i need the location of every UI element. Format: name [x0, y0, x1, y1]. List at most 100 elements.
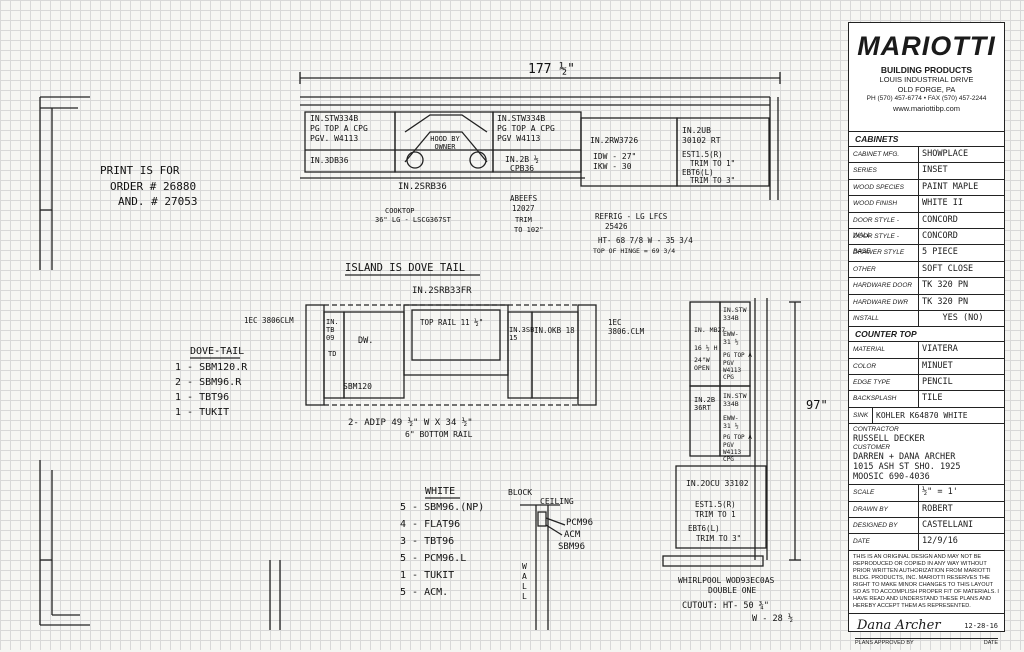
upper-b2: PG TOP A CPG: [497, 124, 555, 133]
spec-row: INSTALL YES (NO): [849, 310, 1004, 328]
meta-value: ½" = 1': [922, 487, 958, 498]
upper-e3: CPB36: [510, 164, 535, 173]
island-cabinet: IN.2SRB33FR: [412, 286, 472, 296]
meta-value: CASTELLANI: [922, 520, 974, 531]
spec-value: INSET: [922, 165, 948, 176]
contractor-name: RUSSELL DECKER: [853, 434, 925, 445]
title-block: MARIOTTI BUILDING PRODUCTS LOUIS INDUSTR…: [848, 22, 1005, 646]
right-stw2: IN.STW 334B: [723, 392, 747, 408]
right-stw2-pgv: PGV W4113 CPG: [723, 442, 742, 463]
adip-label: 2- ADIP 49 ½" W X 34 ½": [348, 418, 473, 428]
white-item: 4 - FLAT96: [400, 519, 461, 530]
abeefs-trim: TRIM: [515, 216, 532, 224]
company-address1: LOUIS INDUSTRIAL DRIVE: [879, 75, 974, 84]
upper-c1: IN.2RW3726: [590, 136, 639, 145]
right-ucu-trim3: TRIM TO 3": [696, 534, 742, 543]
meta-key: DATE: [849, 534, 919, 550]
upper-e2: IN.2B ½: [505, 155, 539, 164]
right-mb27: IN. MB27: [694, 326, 726, 334]
island-sbm120: SBM120: [343, 382, 372, 391]
upper-b1: IN.STW334B: [497, 114, 546, 123]
meta-value: ROBERT: [922, 503, 953, 514]
date-label: DATE: [983, 639, 998, 646]
refrig-num: 25426: [605, 222, 628, 231]
spec-value: PENCIL: [922, 377, 953, 388]
spec-key: DRAWER STYLE: [849, 245, 919, 261]
island-right-end: 1EC 3806.CLM: [608, 318, 645, 336]
dovetail-item: 1 - SBM120.R: [175, 362, 248, 373]
upper-d3: EST1.5(R): [682, 150, 723, 159]
right-ucu-est: EST1.5(R): [695, 500, 736, 509]
meta-key: SCALE: [849, 485, 919, 501]
upper-a3: PGV. W4113: [310, 134, 359, 143]
right-2b36rt: IN.2B 36RT: [694, 396, 716, 412]
overall-width-dimension: 177 ½": [528, 62, 575, 77]
customer-name: DARREN + DANA ARCHER: [853, 452, 956, 463]
upper-a2: PG TOP A CPG: [310, 124, 368, 133]
refrig-size: HT- 68 7/8 W - 35 3/4: [598, 236, 693, 245]
detail-acm: ACM: [564, 530, 581, 540]
hood-label: HOOD BY OWNER: [430, 135, 460, 151]
upper-b3: PGV W4113: [497, 134, 541, 143]
right-stw2-eww: EWW- 31 ½: [723, 414, 739, 430]
meta-key: DRAWN BY: [849, 501, 919, 518]
island-title: ISLAND IS DOVE TAIL: [345, 262, 466, 274]
cooktop-model: 36" LG - LSCG367ST: [375, 216, 451, 224]
sink-base-label: IN.2SRB36: [398, 182, 447, 192]
island-tb09: IN. TB 09: [326, 318, 339, 342]
abeefs-num: 12027: [512, 204, 535, 213]
white-item: 1 - TUKIT: [400, 570, 455, 581]
right-mb27-open: 24"W OPEN: [694, 356, 710, 372]
print-note-line3: AND. # 27053: [118, 195, 198, 208]
signature-line: [855, 637, 998, 639]
spec-value: TK 320 PN: [922, 296, 969, 307]
spec-key: SERIES: [849, 163, 919, 179]
approval-date: 12-28-16: [964, 621, 998, 630]
approval-signature: Dana Archer: [857, 617, 941, 633]
company-web: www.mariottibp.com: [892, 103, 961, 113]
upper-d4: TRIM TO 1": [690, 159, 736, 168]
spec-value: WHITE II: [922, 198, 963, 209]
detail-pcm: PCM96: [566, 518, 594, 528]
detail-sbm: SBM96: [558, 542, 586, 552]
island-top-rail: TOP RAIL 11 ½": [420, 318, 484, 327]
detail-block: BLOCK: [508, 488, 533, 497]
spec-key: WOOD FINISH: [849, 196, 919, 212]
right-stw1: IN.STW 334B: [723, 306, 747, 322]
countertop-heading: COUNTER TOP: [849, 327, 1004, 343]
spec-key: OTHER: [849, 261, 919, 278]
spec-key: DOOR STYLE - BASE: [849, 228, 919, 255]
print-note-line2: ORDER # 26880: [110, 180, 197, 193]
upper-e1: IN.3DB36: [310, 156, 349, 165]
cutout-width: W - 28 ½: [752, 614, 793, 624]
spec-value: PAINT MAPLE: [922, 181, 979, 192]
sink-note2: DOUBLE ONE: [708, 586, 757, 595]
customer-label: CUSTOMER: [853, 444, 891, 452]
spec-key: INSTALL: [849, 310, 919, 327]
floor-plan: [39, 72, 801, 630]
contractor-block: CONTRACTOR RUSSELL DECKER CUSTOMER DARRE…: [849, 424, 1004, 486]
right-ucu-trim1: TRIM TO 1: [695, 510, 736, 519]
island-left-end: 1EC 3806CLM: [244, 316, 294, 325]
meta-value: 12/9/16: [922, 536, 958, 547]
cutout-height: CUTOUT: HT- 50 ¾": [682, 601, 769, 611]
company-address2: OLD FORGE, PA: [897, 84, 956, 94]
spec-value: YES (NO): [942, 312, 984, 323]
adip-rail: 6" BOTTOM RAIL: [405, 430, 473, 439]
cabinets-heading: CABINETS: [849, 132, 1004, 147]
approved-by-label: PLANS APPROVED BY: [855, 639, 914, 646]
upper-c3: IKW - 30: [593, 162, 632, 171]
dovetail-title: DOVE-TAIL: [190, 346, 245, 357]
contractor-label: CONTRACTOR: [853, 426, 899, 434]
